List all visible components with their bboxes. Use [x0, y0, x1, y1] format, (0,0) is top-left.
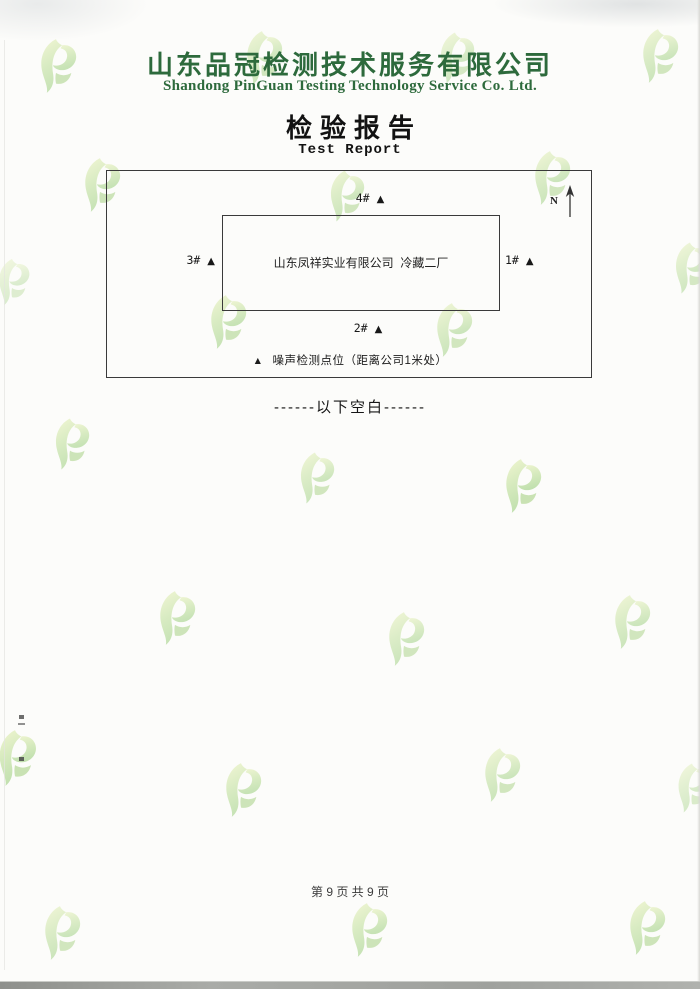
company-name-english: Shandong PinGuan Testing Technology Serv… — [162, 78, 538, 94]
scan-edge-bottom — [0, 981, 700, 989]
company-name-chinese: 山东品冠检测技术服务有限公司 — [146, 50, 553, 80]
watermark-leaf-logo — [477, 747, 523, 804]
watermark-leaf-logo — [607, 594, 653, 651]
watermark-leaf-logo — [152, 590, 198, 647]
detection-point-label: 3# — [186, 253, 201, 267]
legend-text: 噪声检测点位（距离公司1米处） — [272, 355, 448, 367]
north-indicator: N — [548, 184, 584, 218]
watermark-leaf-logo — [218, 762, 264, 819]
triangle-marker-icon: ▲ — [376, 194, 385, 205]
report-title-chinese: 检验报告 — [285, 113, 422, 143]
watermark-leaf-logo — [498, 458, 544, 515]
north-arrow-icon — [565, 185, 575, 217]
watermark-leaf-logo — [293, 451, 337, 505]
triangle-marker-icon: ▲ — [374, 324, 383, 335]
watermark-leaf-logo — [668, 241, 700, 295]
watermark-leaf-logo — [48, 417, 92, 471]
detection-point-4: 4# ▲ — [320, 191, 420, 205]
detection-point-3: 3# ▲ — [145, 253, 215, 267]
scan-speck — [19, 715, 24, 719]
triangle-marker-icon: ▲ — [525, 256, 534, 267]
watermark-leaf-logo — [381, 611, 427, 668]
scan-edge-left — [4, 40, 5, 970]
detection-point-label: 1# — [505, 253, 519, 267]
diagram-site-label: 山东凤祥实业有限公司 冷藏二厂 — [273, 256, 449, 270]
detection-point-label: 2# — [353, 321, 368, 335]
watermark-leaf-logo — [622, 900, 668, 957]
detection-point-label: 4# — [355, 191, 370, 205]
scan-edge-right — [697, 0, 700, 989]
blank-below-note: ------以下空白------ — [274, 399, 426, 416]
watermark-leaf-logo — [37, 905, 83, 962]
scan-smudge-top-right — [490, 0, 700, 28]
detection-point-2: 2# ▲ — [318, 321, 418, 335]
triangle-marker-icon: ▲ — [252, 355, 264, 367]
scan-speck — [19, 757, 24, 761]
scan-speck — [18, 723, 25, 725]
detection-point-1: 1# ▲ — [505, 253, 575, 267]
page-number: 第 9 页 共 9 页 — [310, 885, 390, 899]
report-title-english: Test Report — [298, 142, 402, 158]
watermark-leaf-logo — [344, 902, 390, 959]
diagram-legend: ▲ 噪声检测点位（距离公司1米处） — [0, 352, 700, 368]
triangle-marker-icon: ▲ — [207, 256, 215, 267]
scan-smudge-top-left — [0, 0, 150, 42]
watermark-leaf-logo — [671, 762, 700, 814]
north-label: N — [550, 195, 558, 207]
